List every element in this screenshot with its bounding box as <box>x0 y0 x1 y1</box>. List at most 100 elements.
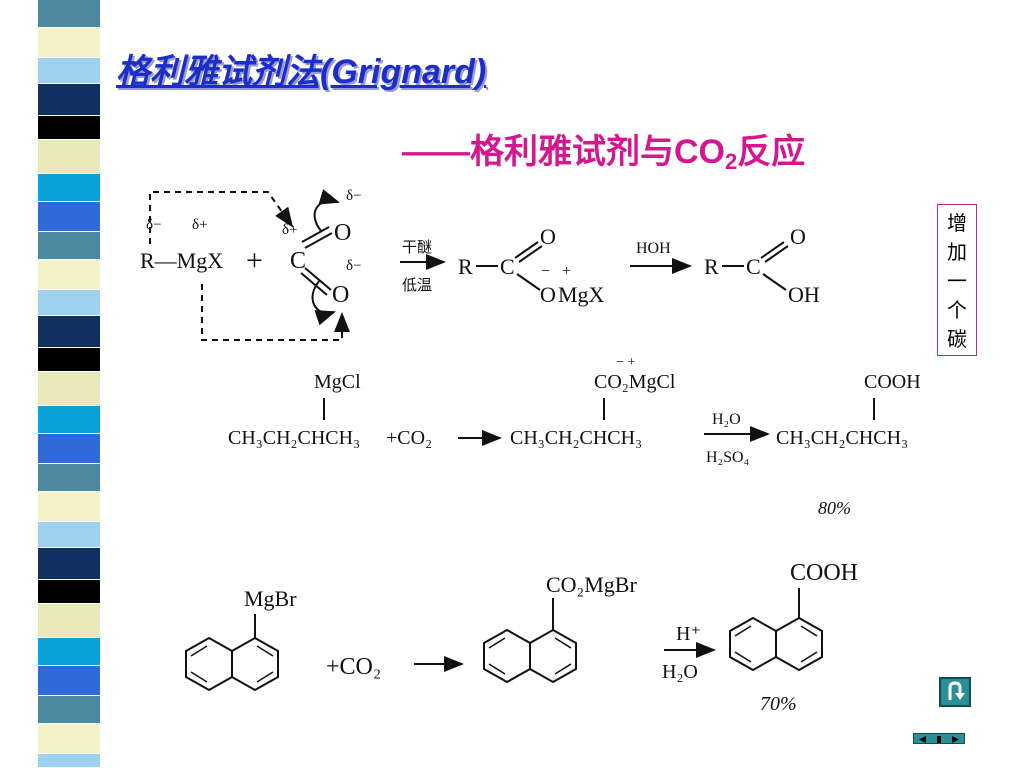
stripe-segment <box>38 28 100 58</box>
partial-charge: δ+ <box>282 222 298 238</box>
stripe-segment <box>38 724 100 754</box>
electron-flow-arrow <box>201 284 350 341</box>
stripe-segment <box>38 434 100 464</box>
oxygen-atom: O <box>540 282 556 307</box>
note-char: 个 <box>947 298 967 322</box>
co2-reactant: +CO₂ <box>326 654 381 680</box>
stripe-segment <box>38 638 100 666</box>
stripe-segment <box>38 174 100 202</box>
carbon-atom: C <box>746 254 761 279</box>
plus-sign: + <box>246 244 263 277</box>
yield-label: 80% <box>818 498 851 518</box>
condition-label: H₂O <box>662 661 698 683</box>
bond <box>514 241 539 259</box>
carbon-atom: C <box>500 254 515 279</box>
stripe-segment <box>38 372 100 406</box>
reaction-2: MgCl CH₃CH₂CHCH₃ +CO₂ − + CO₂MgCl CH₃CH₂… <box>228 355 921 518</box>
curved-arrow <box>311 279 336 326</box>
stripe-segment <box>38 0 100 28</box>
subtitle-suffix: 反应 <box>737 133 806 171</box>
grignard-reagent: R—MgX <box>140 248 223 273</box>
stripe-segment <box>38 202 100 232</box>
oxygen-atom: O <box>334 220 351 246</box>
bond <box>301 226 330 243</box>
slide-title: 格利雅试剂法(Grignard) <box>116 53 487 91</box>
condition-label: 低温 <box>402 277 432 294</box>
partial-charge: δ− <box>346 188 362 204</box>
stripe-segment <box>38 140 100 174</box>
carbon-atom: C <box>290 248 306 274</box>
mgbr-group: MgBr <box>244 586 297 611</box>
charge-sign: − <box>541 263 550 280</box>
mgcl-group: MgCl <box>314 371 361 393</box>
carboxyl-group: COOH <box>864 371 921 393</box>
bond <box>760 241 785 259</box>
carboxylate-group: CO₂MgBr <box>546 572 637 597</box>
starting-chain: CH₃CH₂CHCH₃ <box>228 427 360 449</box>
note-char: 碳 <box>947 327 967 351</box>
subtitle-subscript: 2 <box>725 149 738 174</box>
note-char: 增 <box>947 211 967 235</box>
partial-charge: δ− <box>146 217 162 233</box>
stripe-segment <box>38 260 100 290</box>
stripe-segment <box>38 58 100 84</box>
naphthalene-ring <box>729 588 823 672</box>
condition-label: H₂SO₄ <box>706 449 750 466</box>
side-note-box: 增 加 一 个 碳 <box>937 204 977 356</box>
next-icon <box>952 735 960 743</box>
r-group: R <box>704 254 719 279</box>
subtitle-prefix: ——格利雅试剂与CO <box>402 133 725 171</box>
condition-label: H₂O <box>712 411 741 428</box>
next-slide-button[interactable] <box>951 730 960 748</box>
partial-charge: δ+ <box>192 217 208 233</box>
reaction-3: MgBr +CO₂ CO₂MgBr H⁺ H₂O COOH 70% <box>185 560 858 715</box>
oxygen-atom: O <box>332 282 349 308</box>
stripe-segment <box>38 580 100 604</box>
hydroxyl-group: OH <box>788 282 820 307</box>
condition-label: 干醚 <box>402 239 432 256</box>
stripe-segment <box>38 116 100 140</box>
stripe-segment <box>38 316 100 348</box>
naphthalene-ring <box>185 614 279 692</box>
bond <box>762 273 787 291</box>
partial-charge: δ− <box>346 258 362 274</box>
u-turn-icon <box>948 681 965 700</box>
stripe-segment <box>38 548 100 580</box>
stripe-segment <box>38 522 100 548</box>
co2-reactant: +CO₂ <box>386 427 432 449</box>
charge-sign: + <box>562 263 571 280</box>
electron-flow-arrow <box>149 191 294 244</box>
return-button[interactable] <box>939 677 971 707</box>
yield-label: 70% <box>760 693 797 715</box>
stripe-segment <box>38 492 100 522</box>
stripe-segment <box>38 232 100 260</box>
charge-signs: − + <box>616 355 635 370</box>
condition-label: H⁺ <box>676 623 701 645</box>
curved-arrow <box>313 189 340 233</box>
play-icon <box>936 735 941 743</box>
stripe-segment <box>38 290 100 316</box>
slide-nav-bar <box>913 733 965 744</box>
stripe-segment <box>38 604 100 638</box>
stripe-segment <box>38 666 100 696</box>
bond <box>304 232 333 249</box>
condition-label: HOH <box>636 240 671 257</box>
bond <box>516 273 541 291</box>
stripe-segment <box>38 348 100 372</box>
carboxyl-group: COOH <box>790 560 858 586</box>
prev-slide-button[interactable] <box>918 730 927 748</box>
note-char: 一 <box>947 269 967 293</box>
stripe-segment <box>38 406 100 434</box>
product-chain: CH₃CH₂CHCH₃ <box>776 427 908 449</box>
stripe-segment <box>38 696 100 724</box>
bond <box>304 267 332 291</box>
note-char: 加 <box>947 240 967 264</box>
r-group: R <box>458 254 473 279</box>
bond <box>300 272 328 296</box>
carboxylate-group: CO₂MgCl <box>594 371 676 393</box>
stripe-segment <box>38 84 100 116</box>
bond <box>764 245 789 263</box>
play-button[interactable] <box>936 730 942 748</box>
stripe-segment <box>38 464 100 492</box>
